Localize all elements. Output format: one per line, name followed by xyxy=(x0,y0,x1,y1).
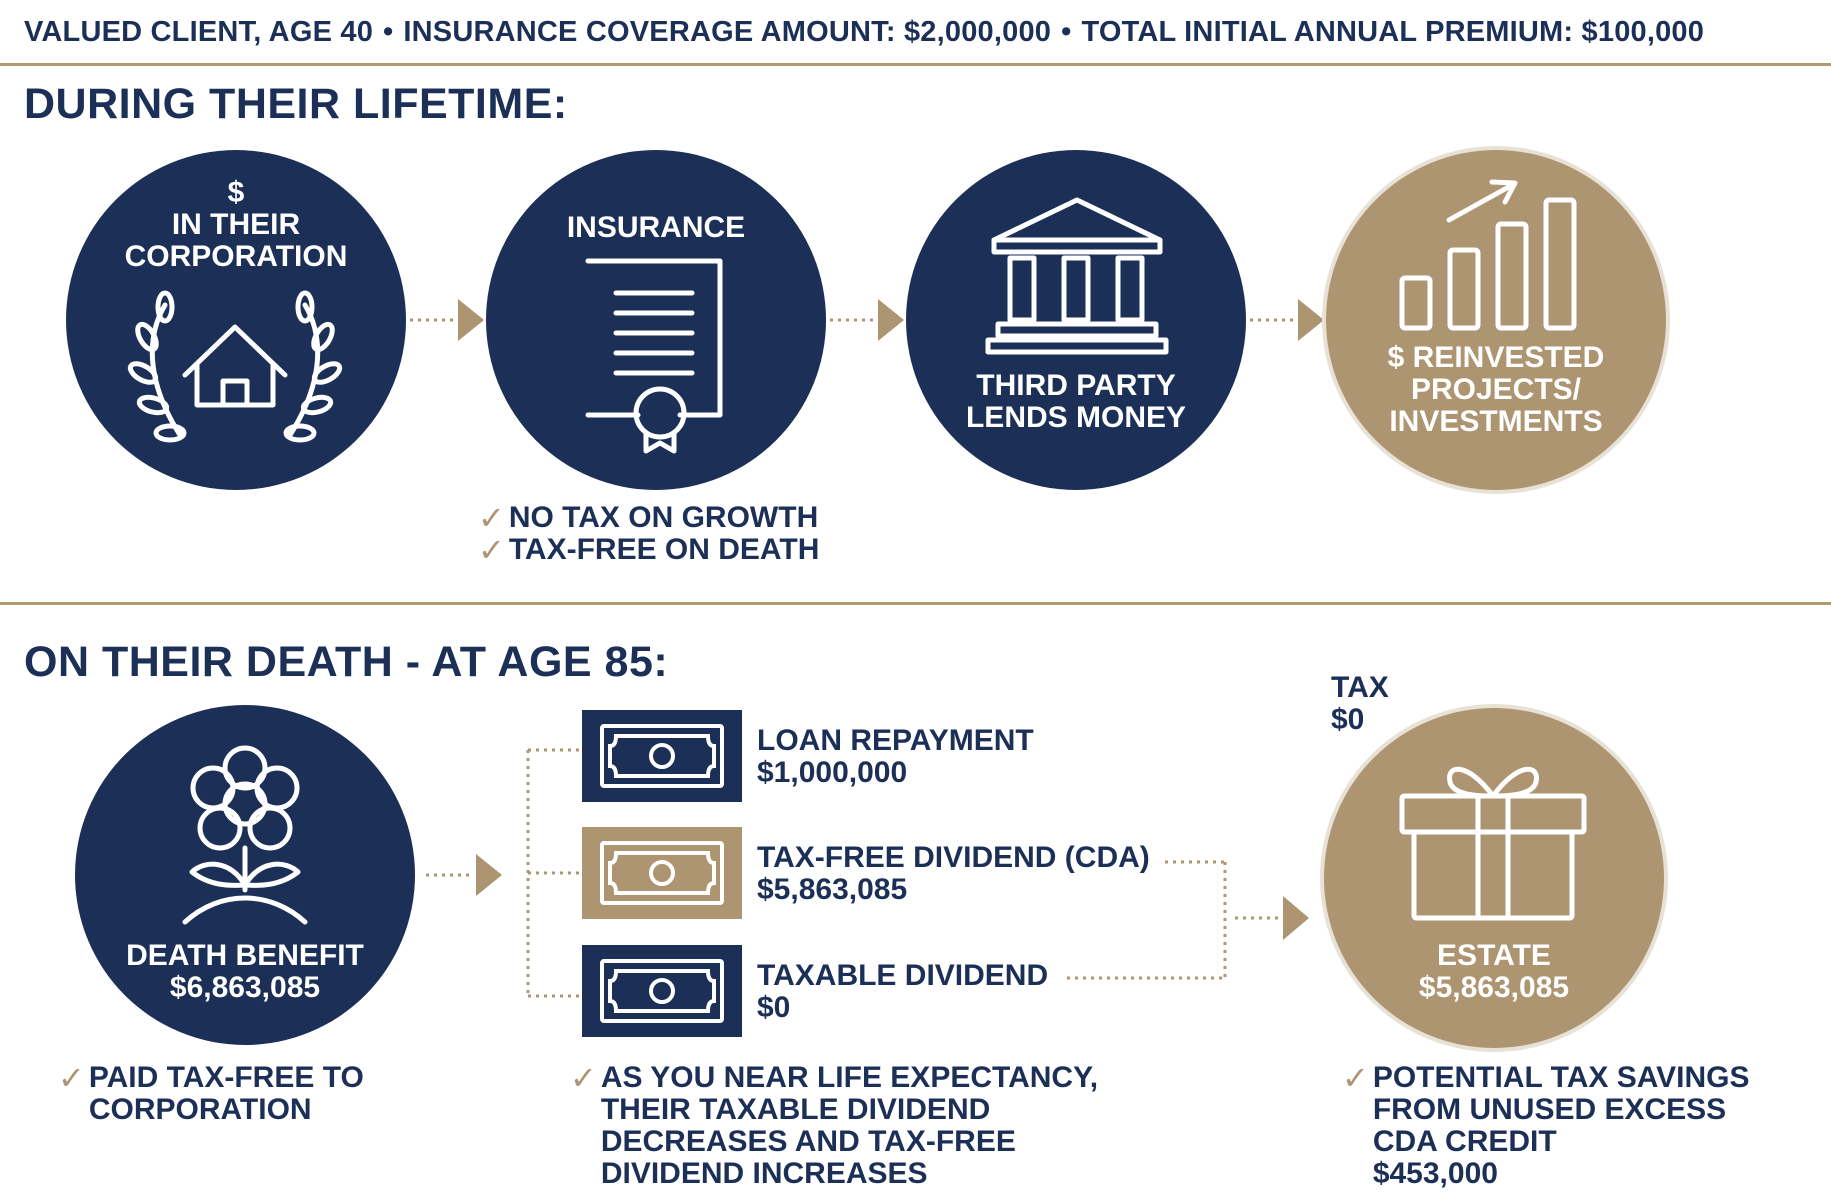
third-party-label: THIRD PARTY LENDS MONEY xyxy=(906,370,1246,434)
growth-bar-chart-icon xyxy=(1399,179,1577,331)
death-title: ON THEIR DEATH - AT AGE 85: xyxy=(24,638,669,686)
tax-free-dividend-text: TAX-FREE DIVIDEND (CDA) $5,863,085 xyxy=(757,842,1150,906)
corporation-label-line: CORPORATION xyxy=(124,240,348,273)
death-benefit-amount: $6,863,085 xyxy=(169,971,321,1004)
note-text: DIVIDEND INCREASES xyxy=(600,1157,928,1190)
payout-note: ✓ AS YOU NEAR LIFE EXPECTANCY, THEIR TAX… xyxy=(570,1062,1098,1190)
note-text: FROM UNUSED EXCESS xyxy=(1372,1093,1727,1126)
flow-arrow xyxy=(410,299,484,341)
benefit-note: ✓ PAID TAX-FREE TO CORPORATION xyxy=(58,1062,364,1126)
payout-amount: $1,000,000 xyxy=(757,756,908,789)
checkmark-icon: ✓ xyxy=(58,1060,85,1096)
bank-building-icon xyxy=(985,197,1169,355)
note-text: PAID TAX-FREE TO xyxy=(88,1061,364,1094)
gift-box-icon xyxy=(1399,766,1587,921)
estate-amount: $5,863,085 xyxy=(1418,971,1570,1004)
death-benefit-label: DEATH BENEFIT $6,863,085 xyxy=(75,940,415,1004)
loan-repayment-text: LOAN REPAYMENT $1,000,000 xyxy=(757,725,1034,789)
lifetime-title: DURING THEIR LIFETIME: xyxy=(24,80,568,128)
corporation-label: $ IN THEIR CORPORATION xyxy=(66,177,406,273)
cash-bill-icon xyxy=(582,945,742,1037)
estate-connector xyxy=(1067,860,1309,980)
checkmark-icon: ✓ xyxy=(1342,1060,1369,1096)
header-summary: VALUED CLIENT, AGE 40 • INSURANCE COVERAGE… xyxy=(24,16,1814,49)
estate-note: ✓ POTENTIAL TAX SAVINGS FROM UNUSED EXCE… xyxy=(1342,1062,1750,1190)
header-separator: • xyxy=(383,16,394,48)
header-client: VALUED CLIENT, AGE 40 xyxy=(24,16,374,48)
payout-amount: $5,863,085 xyxy=(757,873,908,906)
corporation-circle xyxy=(66,150,406,490)
note-text: CDA CREDIT xyxy=(1372,1125,1557,1158)
note-text: THEIR TAXABLE DIVIDEND xyxy=(600,1093,991,1126)
flow-arrow xyxy=(1250,299,1324,341)
tax-label: TAX $0 xyxy=(1331,672,1389,736)
payout-label: TAXABLE DIVIDEND xyxy=(757,959,1049,992)
reinvested-label: $ REINVESTED PROJECTS/ INVESTMENTS xyxy=(1326,342,1666,438)
header-divider xyxy=(0,63,1831,66)
note-text: NO TAX ON GROWTH xyxy=(508,501,819,534)
payout-amount: $0 xyxy=(757,991,791,1024)
death-benefit-label-line: DEATH BENEFIT xyxy=(126,939,364,972)
payout-label: LOAN REPAYMENT xyxy=(757,724,1034,757)
estate-label: ESTATE $5,863,085 xyxy=(1324,940,1664,1004)
note-text: TAX-FREE ON DEATH xyxy=(508,533,820,566)
certificate-document-icon xyxy=(585,258,723,454)
reinvested-label-line: PROJECTS/ xyxy=(1410,373,1582,406)
taxable-dividend-text: TAXABLE DIVIDEND $0 xyxy=(757,960,1048,1024)
corporation-label-line: $ xyxy=(227,176,245,209)
tax-label-line: TAX xyxy=(1331,671,1389,704)
cash-bill-icon xyxy=(582,827,742,919)
estate-label-line: ESTATE xyxy=(1437,939,1551,972)
payout-bracket xyxy=(526,748,584,998)
header-separator: • xyxy=(1061,16,1072,48)
note-text: CORPORATION xyxy=(88,1093,312,1126)
reinvested-label-line: INVESTMENTS xyxy=(1389,405,1603,438)
insurance-circle xyxy=(486,150,826,490)
payout-label: TAX-FREE DIVIDEND (CDA) xyxy=(757,841,1150,874)
flow-arrow xyxy=(830,299,904,341)
insurance-label: INSURANCE xyxy=(566,211,746,244)
header-coverage: INSURANCE COVERAGE AMOUNT: $2,000,000 xyxy=(403,16,1052,48)
flower-icon xyxy=(182,745,308,925)
header-premium: TOTAL INITIAL ANNUAL PREMIUM: $100,000 xyxy=(1081,16,1705,48)
checkmark-icon: ✓ xyxy=(478,500,505,536)
flow-arrow xyxy=(426,854,502,896)
tax-amount: $0 xyxy=(1331,703,1365,736)
checkmark-icon: ✓ xyxy=(478,532,505,568)
reinvested-label-line: $ REINVESTED xyxy=(1387,341,1605,374)
third-party-label-line: LENDS MONEY xyxy=(965,401,1187,434)
section-divider xyxy=(0,602,1831,605)
insurance-notes: ✓NO TAX ON GROWTH ✓TAX-FREE ON DEATH xyxy=(478,500,820,568)
third-party-label-line: THIRD PARTY xyxy=(976,369,1176,402)
house-laurel-icon xyxy=(127,290,343,443)
cash-bill-icon xyxy=(582,710,742,802)
estate-circle xyxy=(1324,708,1664,1048)
checkmark-icon: ✓ xyxy=(570,1060,597,1096)
note-text: DECREASES AND TAX-FREE xyxy=(600,1125,1016,1158)
corporation-label-line: IN THEIR xyxy=(171,208,301,241)
note-text: $453,000 xyxy=(1372,1157,1498,1190)
note-text: POTENTIAL TAX SAVINGS xyxy=(1372,1061,1750,1094)
note-text: AS YOU NEAR LIFE EXPECTANCY, xyxy=(600,1061,1099,1094)
